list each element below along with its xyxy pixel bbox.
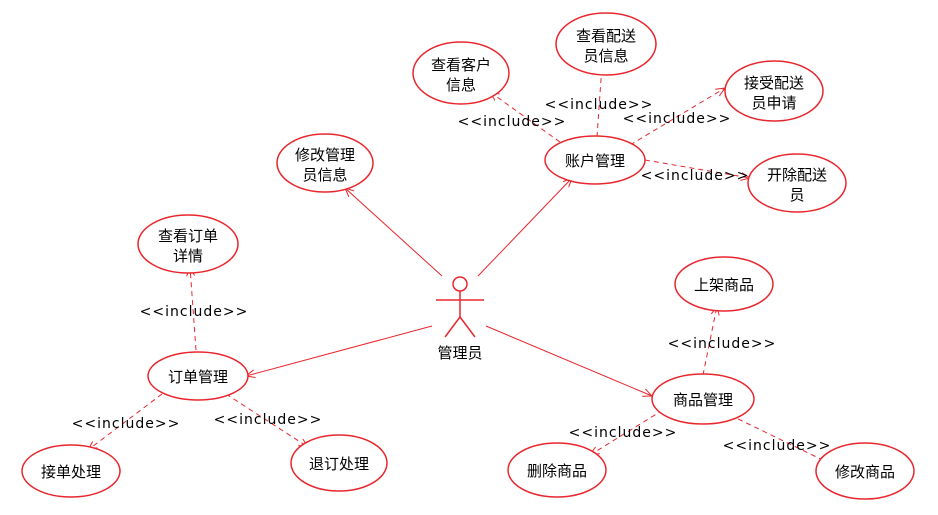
label-accept-courier-2: 员申请 <box>751 94 796 112</box>
include-label-delete-product: <<include>> <box>569 425 678 441</box>
usecase-fire-courier[interactable] <box>747 153 847 213</box>
include-line-list-product <box>702 306 717 376</box>
assoc-admin-edit-admin <box>345 188 443 277</box>
include-label-take-order: <<include>> <box>72 416 181 432</box>
label-delete-product: 删除商品 <box>527 462 587 480</box>
usecase-view-order[interactable] <box>137 214 239 274</box>
label-product-mgmt: 商品管理 <box>673 391 733 409</box>
usecase-delete-product[interactable] <box>507 442 607 498</box>
actor-label: 管理员 <box>437 344 482 362</box>
usecase-edit-product[interactable] <box>815 442 915 500</box>
label-edit-product: 修改商品 <box>835 463 895 481</box>
label-edit-admin-1: 修改管理 <box>295 146 355 164</box>
label-order-mgmt: 订单管理 <box>168 368 228 386</box>
usecase-edit-admin[interactable] <box>276 133 374 193</box>
include-label-view-courier: <<include>> <box>545 97 654 113</box>
label-fire-courier-1: 开除配送 <box>767 166 827 184</box>
label-account-mgmt: 账户管理 <box>565 152 625 170</box>
label-list-product: 上架商品 <box>694 276 754 294</box>
include-label-view-customer: <<include>> <box>458 114 567 130</box>
actor-leg-right <box>459 316 476 338</box>
include-labels: <<include>> <<include>> <<include>> <<in… <box>72 97 832 454</box>
include-line-edit-product <box>729 414 835 466</box>
assoc-admin-order <box>246 325 433 376</box>
actor-leg-left <box>444 316 461 338</box>
label-edit-admin-2: 员信息 <box>302 166 347 184</box>
usecase-product-mgmt[interactable] <box>651 373 755 425</box>
label-view-customer-2: 信息 <box>446 76 476 94</box>
usecase-view-customer[interactable] <box>412 41 510 105</box>
include-line-accept-courier <box>629 88 725 146</box>
usecase-take-order[interactable] <box>21 444 121 498</box>
label-view-order-1: 查看订单 <box>158 227 218 245</box>
include-label-refund-order: <<include>> <box>214 412 323 428</box>
include-label-fire-courier: <<include>> <box>641 168 750 184</box>
actor-head <box>452 276 468 292</box>
label-refund-order: 退订处理 <box>309 455 369 473</box>
include-line-view-courier <box>596 65 602 138</box>
actor-admin[interactable] <box>436 276 484 338</box>
connectors <box>88 65 835 466</box>
label-accept-courier-1: 接受配送 <box>744 74 804 92</box>
include-label-edit-product: <<include>> <box>723 438 832 454</box>
label-view-order-2: 详情 <box>173 247 203 265</box>
use-case-labels: 查看客户 信息 查看配送 员信息 接受配送 员申请 账户管理 开除配送 员 修改… <box>41 27 895 481</box>
usecase-order-mgmt[interactable] <box>147 351 249 401</box>
include-label-view-order: <<include>> <box>140 304 249 320</box>
usecase-refund-order[interactable] <box>290 434 388 492</box>
label-fire-courier-2: 员 <box>789 186 804 204</box>
label-view-customer-1: 查看客户 <box>431 56 491 74</box>
usecase-account-mgmt[interactable] <box>544 135 646 185</box>
assoc-admin-product <box>485 325 652 396</box>
use-cases <box>21 12 915 500</box>
usecase-view-courier[interactable] <box>555 12 657 76</box>
usecase-list-product[interactable] <box>674 256 774 312</box>
usecase-accept-courier[interactable] <box>724 60 824 122</box>
include-label-list-product: <<include>> <box>668 336 777 352</box>
label-view-courier-2: 员信息 <box>583 47 628 65</box>
label-view-courier-1: 查看配送 <box>576 27 636 45</box>
assoc-admin-account <box>477 178 572 277</box>
label-take-order: 接单处理 <box>41 463 101 481</box>
include-line-refund-order <box>225 393 308 447</box>
include-label-accept-courier: <<include>> <box>623 111 732 127</box>
include-line-take-order <box>88 393 163 450</box>
include-line-view-order <box>190 267 197 351</box>
